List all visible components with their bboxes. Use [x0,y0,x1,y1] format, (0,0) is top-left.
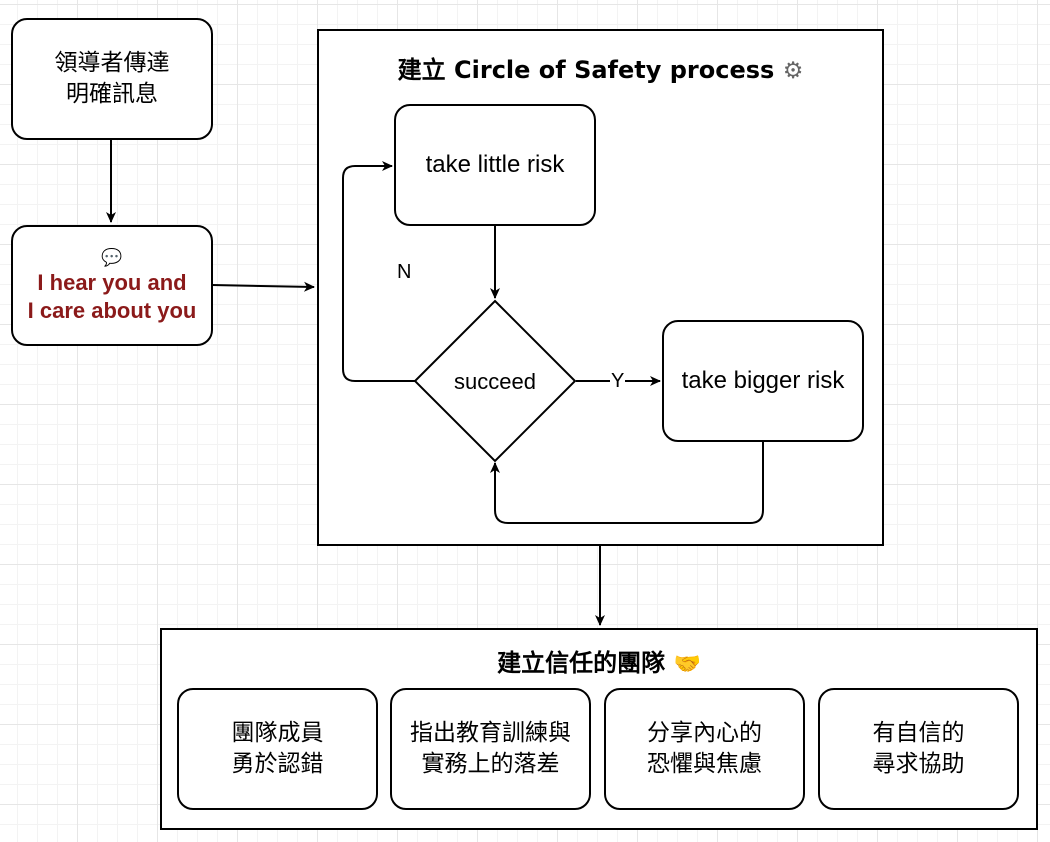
decision-diamond [413,299,577,463]
team-card: 分享內心的 恐懼與焦慮 [604,688,805,810]
speech-bubble-icon: 💬 [101,247,123,268]
take-bigger-risk-text: take bigger risk [681,367,845,394]
hear-you-text: I hear you and I care about you [27,269,197,323]
take-little-risk-box: take little risk [394,104,596,226]
team-card: 指出教育訓練與 實務上的落差 [390,688,591,810]
team-card-text: 分享內心的 恐懼與焦慮 [647,720,762,777]
leader-message-text: 領導者傳達 明確訊息 [54,50,170,107]
process-title-row: 建立 Circle of Safety process ⚙ [317,50,884,85]
edge-hear-to-process [211,281,315,292]
edge-bigger-loop [490,441,764,524]
team-card-text: 指出教育訓練與 實務上的落差 [410,720,571,777]
take-bigger-risk-box: take bigger risk [662,320,864,442]
hear-you-box: 💬 I hear you and I care about you [11,225,213,346]
gear-icon: ⚙ [782,58,804,84]
edge-label-no: N [397,261,412,283]
team-card: 團隊成員 勇於認錯 [177,688,378,810]
handshake-icon: 🤝 [673,652,701,677]
take-little-risk-text: take little risk [425,151,565,178]
process-title: 建立 Circle of Safety process [397,56,775,84]
team-card-text: 有自信的 尋求協助 [872,720,965,777]
team-card: 有自信的 尋求協助 [818,688,1019,810]
team-card-text: 團隊成員 勇於認錯 [231,720,324,777]
decision-label: succeed [454,369,536,394]
leader-message-box: 領導者傳達 明確訊息 [11,18,213,140]
edge-label-yes: Y [610,370,626,393]
edge-no-loop [342,161,415,382]
team-title: 建立信任的團隊 [497,649,666,677]
team-title-row: 建立信任的團隊 🤝 [160,643,1038,678]
